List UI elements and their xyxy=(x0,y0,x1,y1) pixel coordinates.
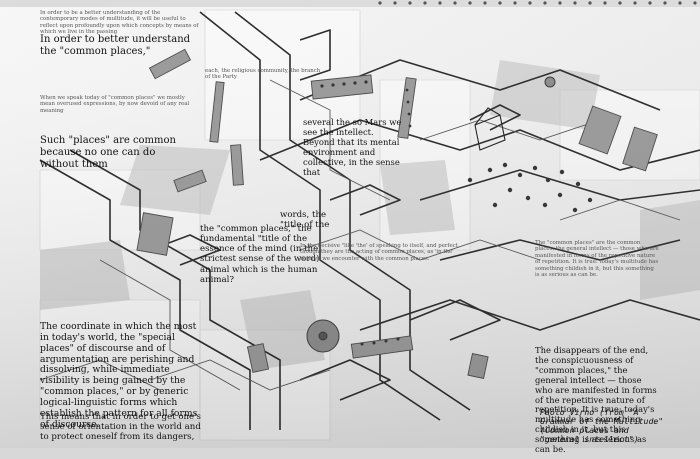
text-col1-bottom: This means that in order to get one's se… xyxy=(40,412,201,443)
text-col2-core: the "common places," the fundamental "ti… xyxy=(200,224,320,285)
text-col3-lower: In the decisive "like 'the' of speaking … xyxy=(300,243,460,262)
text-col1-quote: places," xyxy=(110,45,151,57)
text-col2-mid: words, the "title of the xyxy=(280,210,330,231)
text-col1-common-a: In order to better understand the "commo… xyxy=(40,34,191,57)
text-col4-right-a: The "common places" are the common place… xyxy=(535,240,659,278)
text-col1-body: When we speak today of "common places" w… xyxy=(40,95,190,114)
text-col1-lower: The coordinate in which the most in toda… xyxy=(40,321,198,430)
text-col4-right-b: The disappears of the end, the conspicuo… xyxy=(535,345,657,455)
bottom-edge xyxy=(0,448,700,459)
text-col1-top: In order to be a better understanding of… xyxy=(40,10,199,36)
attribution-caption: Paolo Virno (from "A Grammar of the Mult… xyxy=(540,407,664,445)
text-col2-top: each, the religious community, the branc… xyxy=(205,68,321,81)
text-col3-mid: several the so Mars we see the intellect… xyxy=(303,117,402,177)
text-col1-such: Such "places" are common because no one … xyxy=(40,135,176,170)
text-col1-common: In order to better understand the "commo… xyxy=(40,34,200,58)
